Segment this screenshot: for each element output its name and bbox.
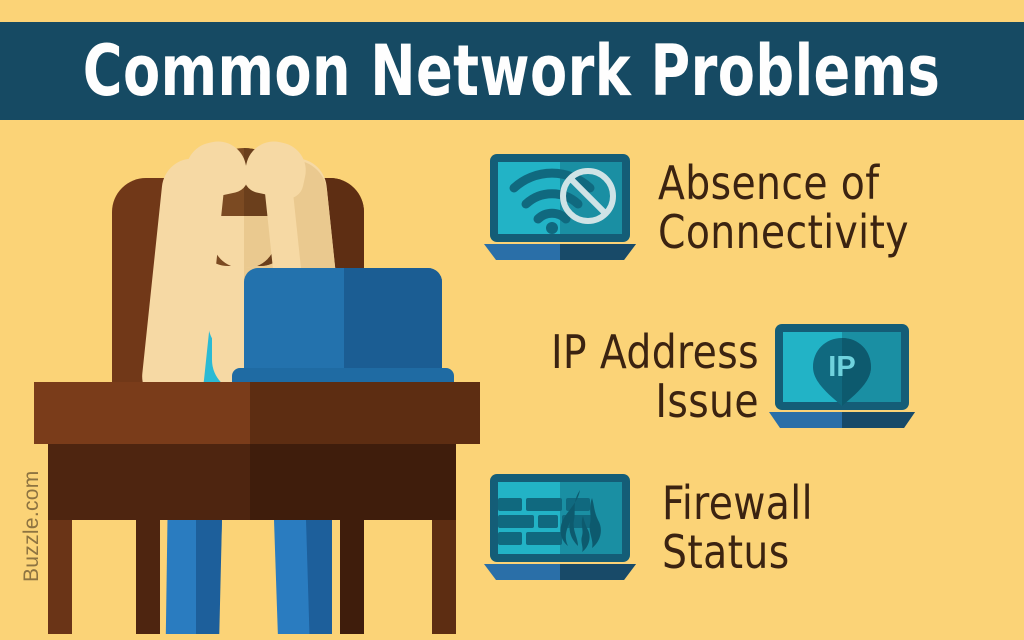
desk-leg [136, 520, 160, 640]
problem-label: Firewall Status [662, 475, 813, 579]
svg-text:IP: IP [828, 351, 855, 383]
desk-leg [340, 520, 364, 640]
person-leg-left-shadow [196, 520, 222, 640]
desk-top-shadow [250, 382, 480, 444]
laptop-firewall-icon [484, 472, 636, 584]
desk-leg [432, 520, 456, 640]
desk-apron-shadow [250, 444, 456, 520]
laptop-ip-pin-icon: IP [768, 322, 915, 432]
problem-item-firewall-status: Firewall Status [484, 472, 821, 584]
problem-label: Absence of Connectivity [658, 155, 909, 259]
problem-item-ip-address-issue: IP Address Issue IP [540, 322, 915, 432]
problem-item-absence-of-connectivity: Absence of Connectivity [484, 152, 922, 264]
desk-leg [48, 520, 72, 640]
problem-label: IP Address Issue [550, 324, 759, 428]
bottom-accent-strip [0, 634, 1024, 640]
illustration-person-at-desk [0, 120, 480, 640]
person-leg-right-shadow [306, 520, 332, 640]
laptop-wifi-blocked-icon [484, 152, 636, 264]
title-banner: Common Network Problems [0, 22, 1024, 120]
page-title: Common Network Problems [83, 30, 941, 112]
